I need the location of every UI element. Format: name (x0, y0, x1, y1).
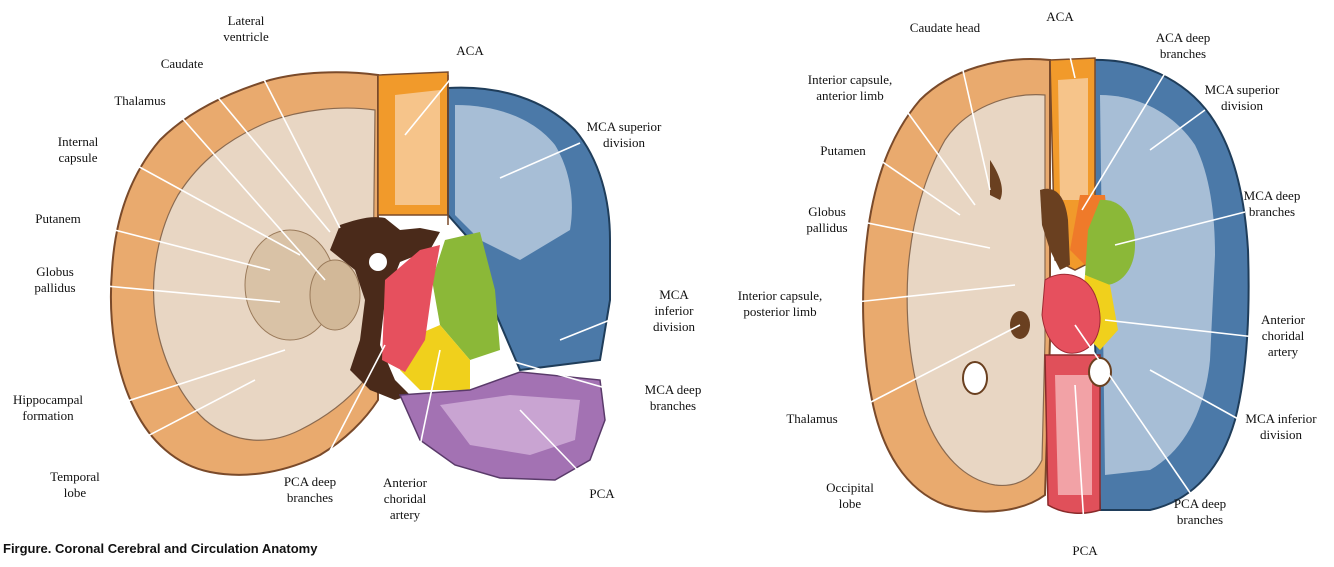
axial-ventricle (1040, 188, 1070, 270)
label-aca: ACA (456, 43, 484, 58)
axial-leader (894, 94, 976, 206)
coronal-leader (489, 354, 631, 396)
label-pca: PCA (589, 486, 615, 501)
axial-pca-deep (1041, 273, 1101, 354)
axial-leader (1104, 319, 1256, 338)
coronal-ventricles (330, 217, 440, 400)
coronal-leader (111, 151, 301, 256)
axial-caudate-dark (990, 160, 1002, 200)
coronal-leader (254, 61, 341, 229)
label-axial-thalamus: Thalamus (786, 411, 837, 426)
axial-ventricle-hole-left (962, 361, 988, 395)
coronal-leader (91, 379, 256, 466)
axial-leader-lines (827, 21, 1256, 541)
coronal-leader (99, 349, 286, 411)
axial-leader (1074, 384, 1086, 541)
coronal-leader (94, 284, 281, 303)
axial-right-mca-inner (1100, 95, 1215, 475)
axial-leader (1149, 109, 1206, 151)
axial-leader (867, 151, 961, 216)
coronal-mca-deep (432, 232, 500, 360)
coronal-ventricle-hole-1 (369, 253, 387, 271)
axial-section (862, 57, 1250, 515)
axial-leader (1081, 64, 1171, 211)
coronal-leader (519, 409, 591, 484)
coronal-leader (559, 311, 631, 341)
label-caudate: Caudate (161, 56, 204, 71)
axial-ventricle-hole-right (1088, 357, 1112, 387)
label-putamen: Putanem (35, 211, 81, 226)
coronal-pca-inner (440, 395, 580, 455)
axial-aca-inner (1058, 78, 1088, 200)
coronal-leader (174, 109, 326, 281)
axial-leader (954, 34, 991, 191)
coronal-leader (204, 81, 331, 233)
axial-mca-deep (1085, 199, 1135, 285)
axial-leader (827, 284, 1016, 306)
coronal-pca-deep (382, 245, 440, 372)
label-axial-pca: PCA (1072, 543, 1098, 558)
coronal-section (109, 71, 611, 481)
coronal-leader (319, 344, 386, 471)
label-axial-aca: ACA (1046, 9, 1074, 24)
coronal-leader (414, 349, 441, 471)
label-interior-capsule-posterior: Interior capsule,posterior limb (738, 288, 822, 319)
coronal-leader (404, 59, 467, 136)
axial-leader (852, 219, 991, 249)
axial-leader (1114, 211, 1246, 246)
axial-leader (1061, 21, 1076, 79)
axial-leader (1074, 324, 1196, 501)
coronal-leader-lines (91, 59, 631, 484)
label-axial-putamen: Putamen (820, 143, 866, 158)
axial-pca-inner (1055, 375, 1092, 495)
label-thalamus: Thalamus (114, 93, 165, 108)
axial-leader (839, 324, 1021, 419)
coronal-leader (499, 142, 581, 179)
label-caudate-head: Caudate head (910, 20, 981, 35)
coronal-aca-inner (395, 90, 440, 205)
axial-left-white-matter (906, 94, 1046, 487)
axial-leader (1149, 369, 1241, 421)
coronal-mca-superior-inner (455, 105, 572, 260)
label-interior-capsule-anterior: Interior capsule,anterior limb (808, 72, 892, 103)
figure-caption: Firgure. Coronal Cerebral and Circulatio… (3, 541, 318, 556)
coronal-leader (94, 224, 271, 271)
